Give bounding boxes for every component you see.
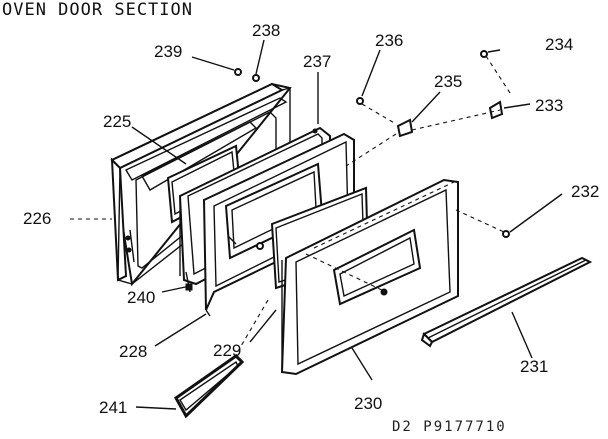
label-226: 226 <box>23 209 52 228</box>
label-235: 235 <box>434 72 463 91</box>
label-233: 233 <box>535 96 564 115</box>
part-239-screw <box>234 68 242 76</box>
part-232-screw <box>502 230 510 238</box>
part-240-screw <box>256 242 264 250</box>
label-229: 229 <box>213 341 242 360</box>
part-230-outer-door-panel <box>280 178 459 376</box>
drawing-code: D2 P9177710 <box>392 419 507 435</box>
label-228: 228 <box>119 342 148 361</box>
label-237: 237 <box>303 52 332 71</box>
label-240: 240 <box>127 288 156 307</box>
label-225: 225 <box>103 112 132 131</box>
leader-lines <box>131 39 563 410</box>
part-241-gasket <box>174 354 245 419</box>
label-232: 232 <box>571 182 600 201</box>
part-238-screw <box>252 74 260 82</box>
assembly-lines <box>70 55 513 359</box>
label-238: 238 <box>252 21 281 40</box>
label-236: 236 <box>375 31 404 50</box>
fasteners <box>234 50 510 250</box>
label-239: 239 <box>154 42 183 61</box>
label-231: 231 <box>520 357 549 376</box>
label-234: 234 <box>545 35 574 54</box>
label-241: 241 <box>99 398 128 417</box>
part-234-screw <box>480 50 488 58</box>
part-233-bracket <box>488 100 504 120</box>
part-236-screw <box>356 97 364 105</box>
page-title: OVEN DOOR SECTION <box>2 0 193 20</box>
part-231-handle-strip <box>420 256 593 348</box>
part-235-bracket <box>396 118 414 138</box>
label-230: 230 <box>354 394 383 413</box>
